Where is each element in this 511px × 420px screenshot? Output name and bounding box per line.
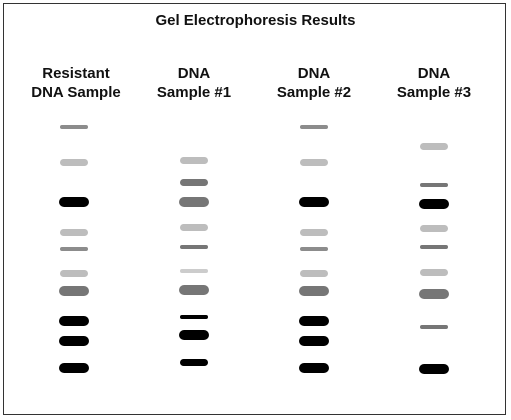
lane-label-sample-1: DNA Sample #1 [129, 64, 259, 102]
dna-band [419, 199, 449, 209]
dna-band [60, 247, 88, 251]
dna-band [180, 245, 208, 249]
dna-band [179, 197, 209, 207]
lane-label-sample-2: DNA Sample #2 [249, 64, 379, 102]
dna-band [179, 285, 209, 295]
figure-title: Gel Electrophoresis Results [155, 12, 356, 29]
dna-band [300, 158, 328, 166]
dna-band [59, 363, 89, 373]
dna-band [60, 158, 88, 166]
dna-band [180, 156, 208, 164]
dna-band [420, 142, 448, 150]
dna-band [180, 358, 208, 366]
dna-band [59, 286, 89, 296]
dna-band [299, 197, 329, 207]
dna-band [299, 316, 329, 326]
lane-label-line2: Sample #3 [396, 84, 472, 101]
lane-label-line1: DNA [177, 65, 211, 82]
dna-band [300, 228, 328, 236]
dna-band [180, 178, 208, 186]
lane-label-line2: DNA Sample [31, 84, 121, 101]
lane-label-resistant: Resistant DNA Sample [11, 64, 141, 102]
dna-band [59, 336, 89, 346]
dna-band [420, 325, 448, 329]
lane-label-line1: DNA [417, 65, 451, 82]
dna-band [299, 363, 329, 373]
dna-band [180, 315, 208, 319]
dna-band [180, 223, 208, 231]
lane-label-line2: Sample #2 [276, 84, 352, 101]
figure-frame [3, 3, 506, 415]
lane-label-sample-3: DNA Sample #3 [369, 64, 499, 102]
dna-band [299, 336, 329, 346]
dna-band [300, 269, 328, 277]
dna-band [420, 245, 448, 249]
dna-band [420, 183, 448, 187]
dna-band [300, 247, 328, 251]
dna-band [419, 364, 449, 374]
dna-band [60, 269, 88, 277]
dna-band [60, 125, 88, 129]
dna-band [300, 125, 328, 129]
dna-band [419, 289, 449, 299]
dna-band [59, 197, 89, 207]
dna-band [420, 268, 448, 276]
dna-band [59, 316, 89, 326]
lane-label-line1: DNA [297, 65, 331, 82]
dna-band [180, 269, 208, 273]
lane-label-line2: Sample #1 [156, 84, 232, 101]
dna-band [179, 330, 209, 340]
lane-label-line1: Resistant [42, 65, 110, 82]
dna-band [420, 224, 448, 232]
dna-band [60, 228, 88, 236]
dna-band [299, 286, 329, 296]
